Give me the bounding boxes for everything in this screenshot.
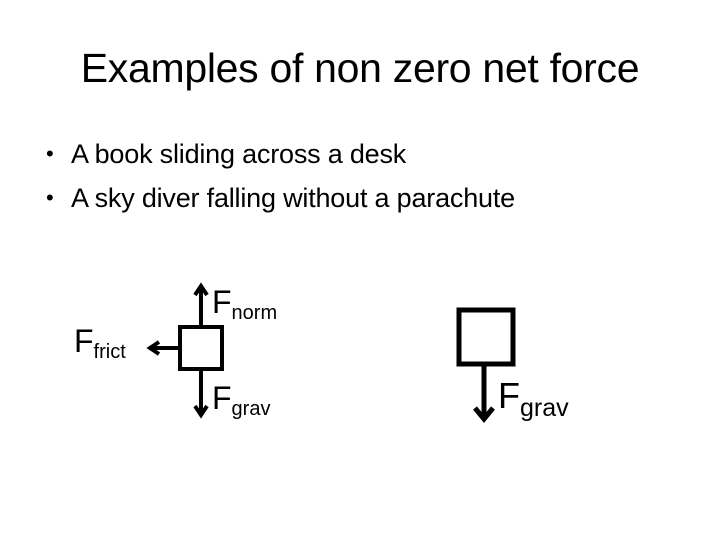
force-label-grav: Fgrav (212, 380, 271, 420)
bullet-dot-icon: • (46, 141, 54, 166)
slide-title: Examples of non zero net force (80, 45, 640, 91)
bullet-dot-icon: • (46, 185, 54, 210)
force-label-norm: Fnorm (212, 284, 278, 324)
force-label-grav-skydiver: Fgrav (498, 375, 569, 422)
book-box-icon (178, 325, 224, 371)
skydiver-box-icon (456, 307, 516, 367)
force-label-frict: Ffrict (74, 323, 126, 363)
bullet-item: •A book sliding across a desk (44, 132, 515, 176)
bullet-list: •A book sliding across a desk •A sky div… (44, 132, 515, 220)
book-free-body-diagram (146, 282, 224, 419)
skydiver-free-body-diagram (456, 307, 516, 423)
bullet-item: •A sky diver falling without a parachute (44, 176, 515, 220)
